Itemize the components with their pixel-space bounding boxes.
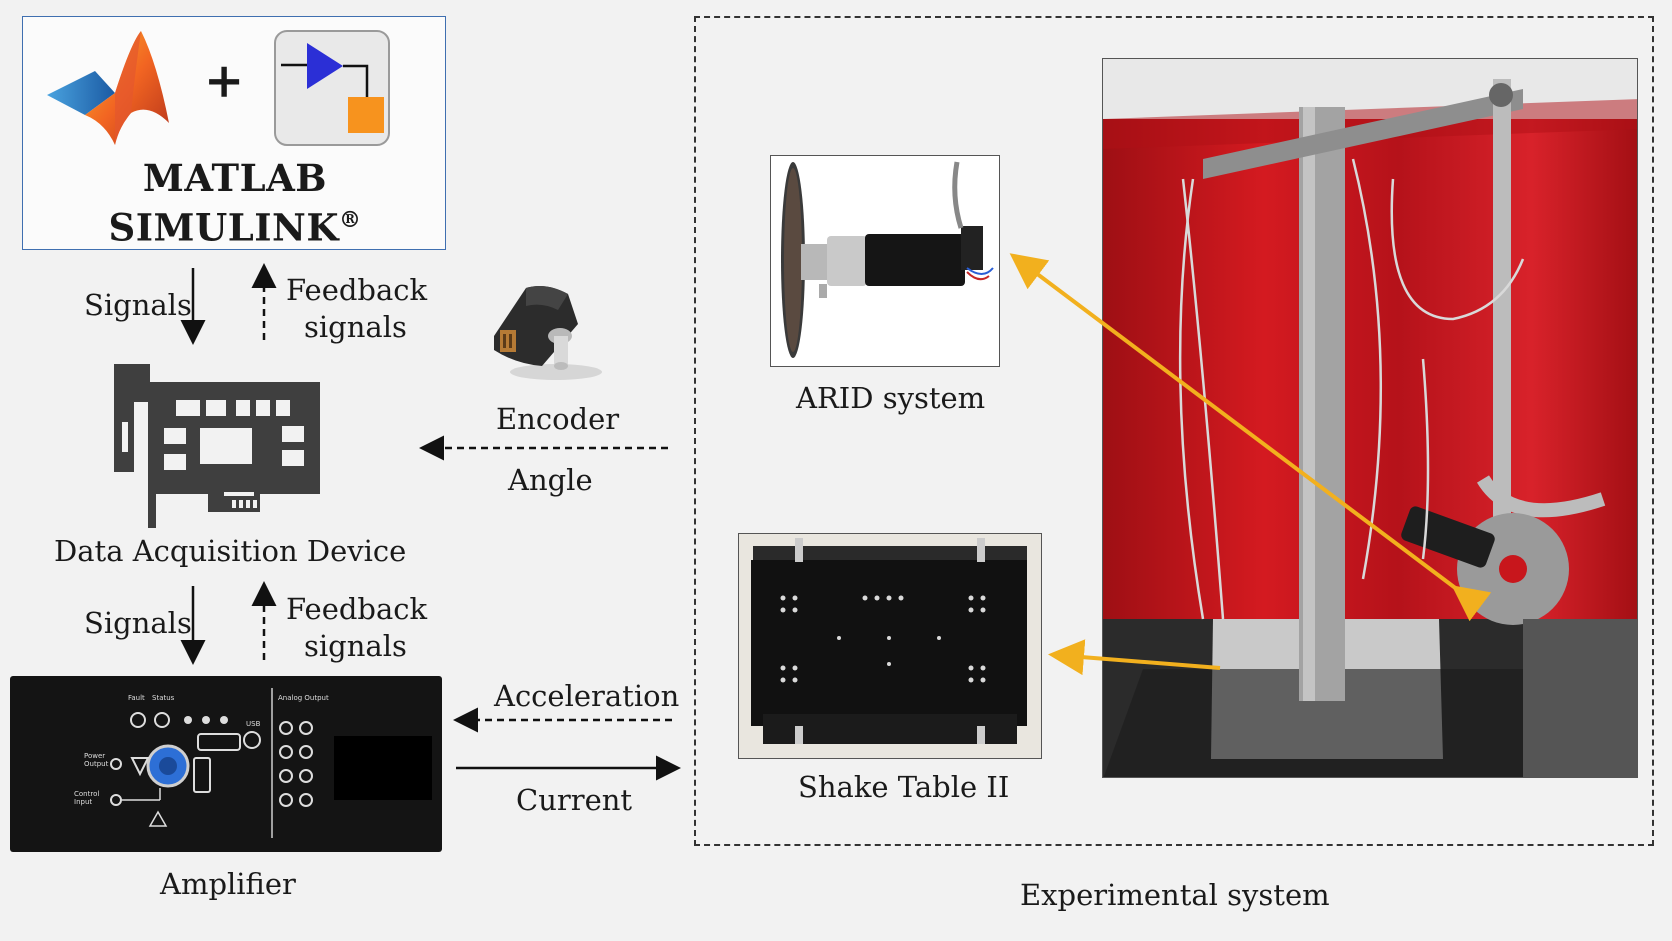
acceleration-label: Acceleration xyxy=(494,679,680,713)
daq-card-icon xyxy=(114,364,320,528)
arid-device-icon xyxy=(781,161,994,358)
matlab-simulink-title: MATLAB SIMULINK® xyxy=(23,157,447,248)
fault-label: Fault xyxy=(128,694,145,702)
arid-system-photo xyxy=(770,155,1000,367)
arid-pointer-arrow xyxy=(1009,253,1492,622)
simulink-label: SIMULINK xyxy=(108,205,340,250)
encoder-label: Encoder xyxy=(496,402,620,436)
amplifier-panel: Fault Status Power Output Control Input … xyxy=(10,676,442,852)
arid-label: ARID system xyxy=(796,381,986,415)
encoder-icon xyxy=(494,286,602,380)
registered-mark: ® xyxy=(339,207,362,233)
feedback-label-top-1: Feedback xyxy=(286,273,428,307)
shake-table-photo xyxy=(738,533,1042,759)
current-label: Current xyxy=(516,783,633,817)
angle-label: Angle xyxy=(508,463,593,497)
simulink-logo-icon xyxy=(274,30,390,146)
power-output-label: Power Output xyxy=(84,752,109,768)
usb-label: USB xyxy=(246,720,261,728)
feedback-label-top-2: signals xyxy=(304,310,407,344)
signals-label-bottom: Signals xyxy=(84,606,192,640)
daq-label: Data Acquisition Device xyxy=(54,534,407,568)
feedback-label-bottom-1: Feedback xyxy=(286,592,428,626)
shake-table-label: Shake Table II xyxy=(798,770,1010,804)
analog-output-label: Analog Output xyxy=(278,694,329,702)
experimental-system-label: Experimental system xyxy=(1020,878,1330,912)
shake-table-icon xyxy=(751,538,1027,744)
experimental-system-box xyxy=(694,16,1654,846)
control-input-label: Control Input xyxy=(74,790,100,806)
amplifier-front-panel xyxy=(110,688,432,838)
feedback-label-bottom-2: signals xyxy=(304,629,407,663)
signals-label-top: Signals xyxy=(84,288,192,322)
matlab-simulink-box: + MATLAB SIMULINK® xyxy=(22,16,446,250)
status-label: Status xyxy=(152,694,175,702)
amplifier-label: Amplifier xyxy=(160,867,296,901)
shake-table-pointer-arrow xyxy=(1048,639,1221,676)
plus-sign: + xyxy=(204,53,245,109)
matlab-logo-icon xyxy=(47,31,169,145)
matlab-label: MATLAB xyxy=(142,156,328,200)
